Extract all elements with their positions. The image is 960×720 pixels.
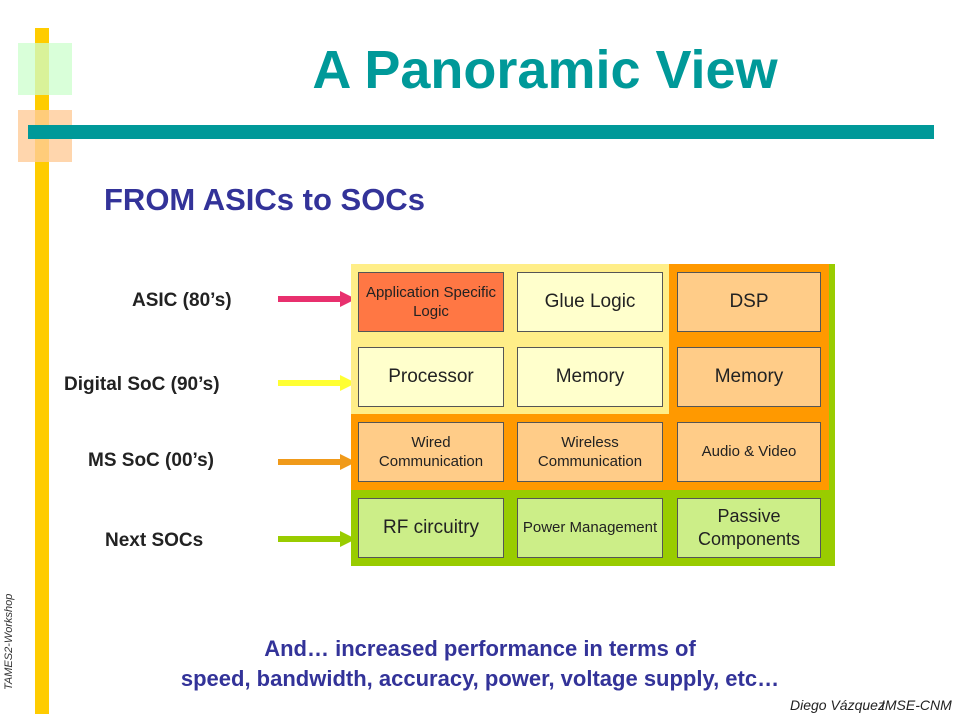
block-dsp: DSP [677,272,821,332]
block-wired-communication: Wired Communication [358,422,504,482]
block-processor: Processor [358,347,504,407]
arrow-asic [278,291,356,307]
slide-subtitle: FROM ASICs to SOCs [104,182,425,217]
title-underline [28,125,934,139]
block-audio-video: Audio & Video [677,422,821,482]
credit-institute: IMSE-CNM [881,697,952,713]
footer-line-2: speed, bandwidth, accuracy, power, volta… [180,666,780,691]
arrow-ms-soc [278,454,356,470]
arrow-next-socs [278,531,356,547]
arrow-digital-soc [278,375,356,391]
block-memory-digital: Memory [517,347,663,407]
block-application-specific-logic: Application Specific Logic [358,272,504,332]
row-label-asic: ASIC (80’s) [132,290,232,311]
block-memory-dsp: Memory [677,347,821,407]
block-wireless-communication: Wireless Communication [517,422,663,482]
row-label-digital-soc: Digital SoC (90’s) [64,374,220,395]
decor-vertical-bar [35,28,49,714]
row-label-ms-soc: MS SoC (00’s) [88,450,214,471]
decor-green-square [18,43,72,95]
block-glue-logic: Glue Logic [517,272,663,332]
block-power-management: Power Management [517,498,663,558]
credit-author: Diego Vázquez [790,697,885,713]
row-label-next-socs: Next SOCs [105,530,204,551]
footer-line-1: And… increased performance in terms of [264,636,696,661]
block-rf-circuitry: RF circuitry [358,498,504,558]
block-passive-components: Passive Components [677,498,821,558]
slide-title: A Panoramic View [312,40,778,100]
